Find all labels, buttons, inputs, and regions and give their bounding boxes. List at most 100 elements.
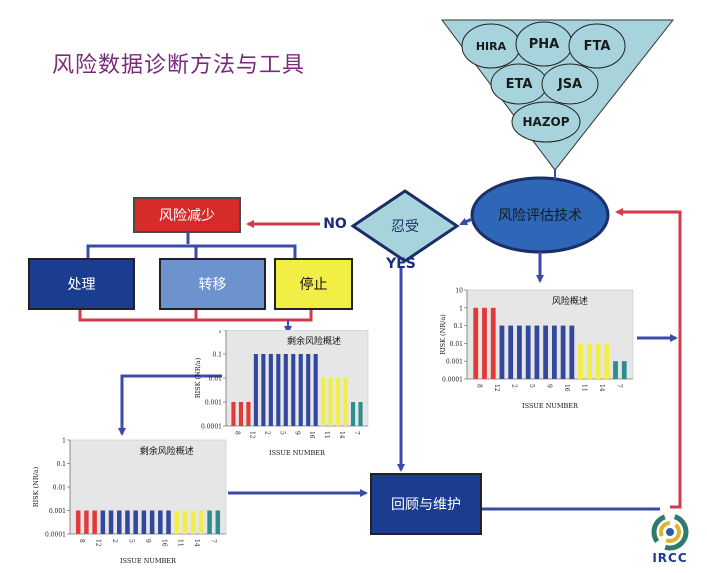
bar bbox=[604, 343, 610, 379]
x-tick-label: 8 bbox=[476, 384, 483, 388]
y-tick-label: 0.001 bbox=[446, 359, 463, 366]
bar bbox=[543, 325, 549, 379]
x-tick-label: 12 bbox=[95, 539, 102, 547]
y-tick-label: 0.0001 bbox=[442, 377, 463, 384]
y-tick-label: 0.1 bbox=[453, 323, 463, 330]
chart-title: 风险概述 bbox=[552, 295, 588, 307]
review-box: 回顾与维护 bbox=[370, 473, 482, 535]
bar bbox=[569, 325, 575, 379]
bar bbox=[328, 378, 333, 426]
x-tick-label: 7 bbox=[616, 384, 623, 388]
x-tick-label: 7 bbox=[210, 539, 217, 543]
bar bbox=[490, 307, 496, 379]
y-axis-label: RISK (NR/a) bbox=[194, 357, 202, 398]
bar bbox=[158, 510, 163, 534]
x-tick-label: 12 bbox=[248, 431, 255, 439]
y-tick-label: 1 bbox=[62, 438, 66, 445]
x-tick-label: 16 bbox=[160, 539, 167, 547]
yes-label: YES bbox=[386, 256, 416, 272]
residual-to-left-arrow bbox=[118, 374, 222, 436]
x-tick-label: 14 bbox=[338, 431, 345, 439]
x-axis-label: ISSUE NUMBER bbox=[522, 402, 579, 410]
bar bbox=[117, 510, 122, 534]
bar bbox=[525, 325, 531, 379]
x-tick-label: 2 bbox=[111, 539, 118, 543]
treat-box: 处理 bbox=[28, 258, 135, 310]
x-tick-label: 9 bbox=[144, 539, 151, 543]
bar bbox=[283, 354, 288, 426]
bar bbox=[141, 510, 147, 534]
y-tick-label: 0.001 bbox=[49, 508, 66, 515]
x-tick-label: 8 bbox=[233, 431, 240, 435]
bar bbox=[199, 510, 204, 534]
bar bbox=[578, 343, 583, 379]
bar bbox=[268, 354, 273, 426]
bar bbox=[182, 510, 188, 534]
bar bbox=[551, 325, 557, 379]
x-tick-label: 11 bbox=[177, 539, 184, 547]
y-axis-label: RISK (NR/a) bbox=[32, 466, 40, 507]
y-tick-label: 1 bbox=[218, 330, 222, 335]
bar bbox=[517, 325, 522, 379]
bar bbox=[207, 510, 212, 534]
bar bbox=[343, 378, 348, 426]
y-tick-label: 1 bbox=[459, 305, 463, 312]
bar bbox=[246, 402, 251, 426]
ircc-logo-text: IRCC bbox=[652, 551, 688, 565]
bar bbox=[84, 510, 89, 534]
bar bbox=[298, 354, 303, 426]
risk-assessment-label: 风险评估技术 bbox=[498, 208, 582, 224]
bar bbox=[174, 510, 179, 534]
tool-hazop-ellipse bbox=[511, 101, 581, 143]
tolerate-label: 忍受 bbox=[391, 219, 419, 235]
bar bbox=[482, 307, 487, 379]
x-tick-label: 16 bbox=[563, 384, 570, 392]
bar bbox=[75, 510, 81, 534]
chart-title: 剩余风险概述 bbox=[140, 445, 194, 457]
bar bbox=[276, 354, 281, 426]
bar bbox=[108, 510, 114, 534]
y-tick-label: 0.01 bbox=[53, 485, 66, 492]
x-tick-label: 12 bbox=[493, 384, 500, 392]
x-tick-label: 9 bbox=[293, 431, 300, 435]
bar bbox=[166, 510, 171, 534]
x-tick-label: 11 bbox=[581, 384, 588, 392]
y-tick-label: 10 bbox=[455, 288, 463, 295]
bar bbox=[350, 402, 356, 426]
x-tick-label: 5 bbox=[127, 539, 134, 543]
bar bbox=[595, 343, 601, 379]
x-tick-label: 9 bbox=[546, 384, 553, 388]
x-tick-label: 16 bbox=[308, 431, 315, 439]
bar bbox=[336, 378, 341, 426]
bar bbox=[291, 354, 296, 426]
bar bbox=[190, 510, 196, 534]
risk-reduction-box: 风险减少 bbox=[133, 197, 241, 233]
tool-pha: PHA bbox=[528, 36, 560, 52]
bar bbox=[253, 354, 258, 426]
tool-fta-ellipse bbox=[568, 23, 626, 69]
tolerate-diamond bbox=[350, 189, 460, 263]
tool-hira: HIRA bbox=[475, 39, 507, 53]
x-tick-label: 5 bbox=[278, 431, 285, 435]
bar bbox=[613, 361, 618, 379]
bar bbox=[149, 510, 155, 534]
x-tick-label: 2 bbox=[263, 431, 270, 435]
feedback-loop-line bbox=[615, 208, 682, 509]
bar bbox=[321, 378, 326, 426]
x-tick-label: 14 bbox=[598, 384, 605, 392]
bar bbox=[306, 354, 311, 426]
tool-eta: ETA bbox=[505, 76, 533, 92]
bar bbox=[358, 402, 363, 426]
x-tick-label: 14 bbox=[193, 539, 200, 547]
x-axis-label: ISSUE NUMBER bbox=[120, 557, 177, 564]
tool-fta: FTA bbox=[583, 38, 611, 54]
x-tick-label: 8 bbox=[78, 539, 85, 543]
tool-jsa-ellipse bbox=[541, 63, 599, 105]
bar bbox=[621, 361, 627, 379]
transfer-box: 转移 bbox=[159, 258, 266, 310]
